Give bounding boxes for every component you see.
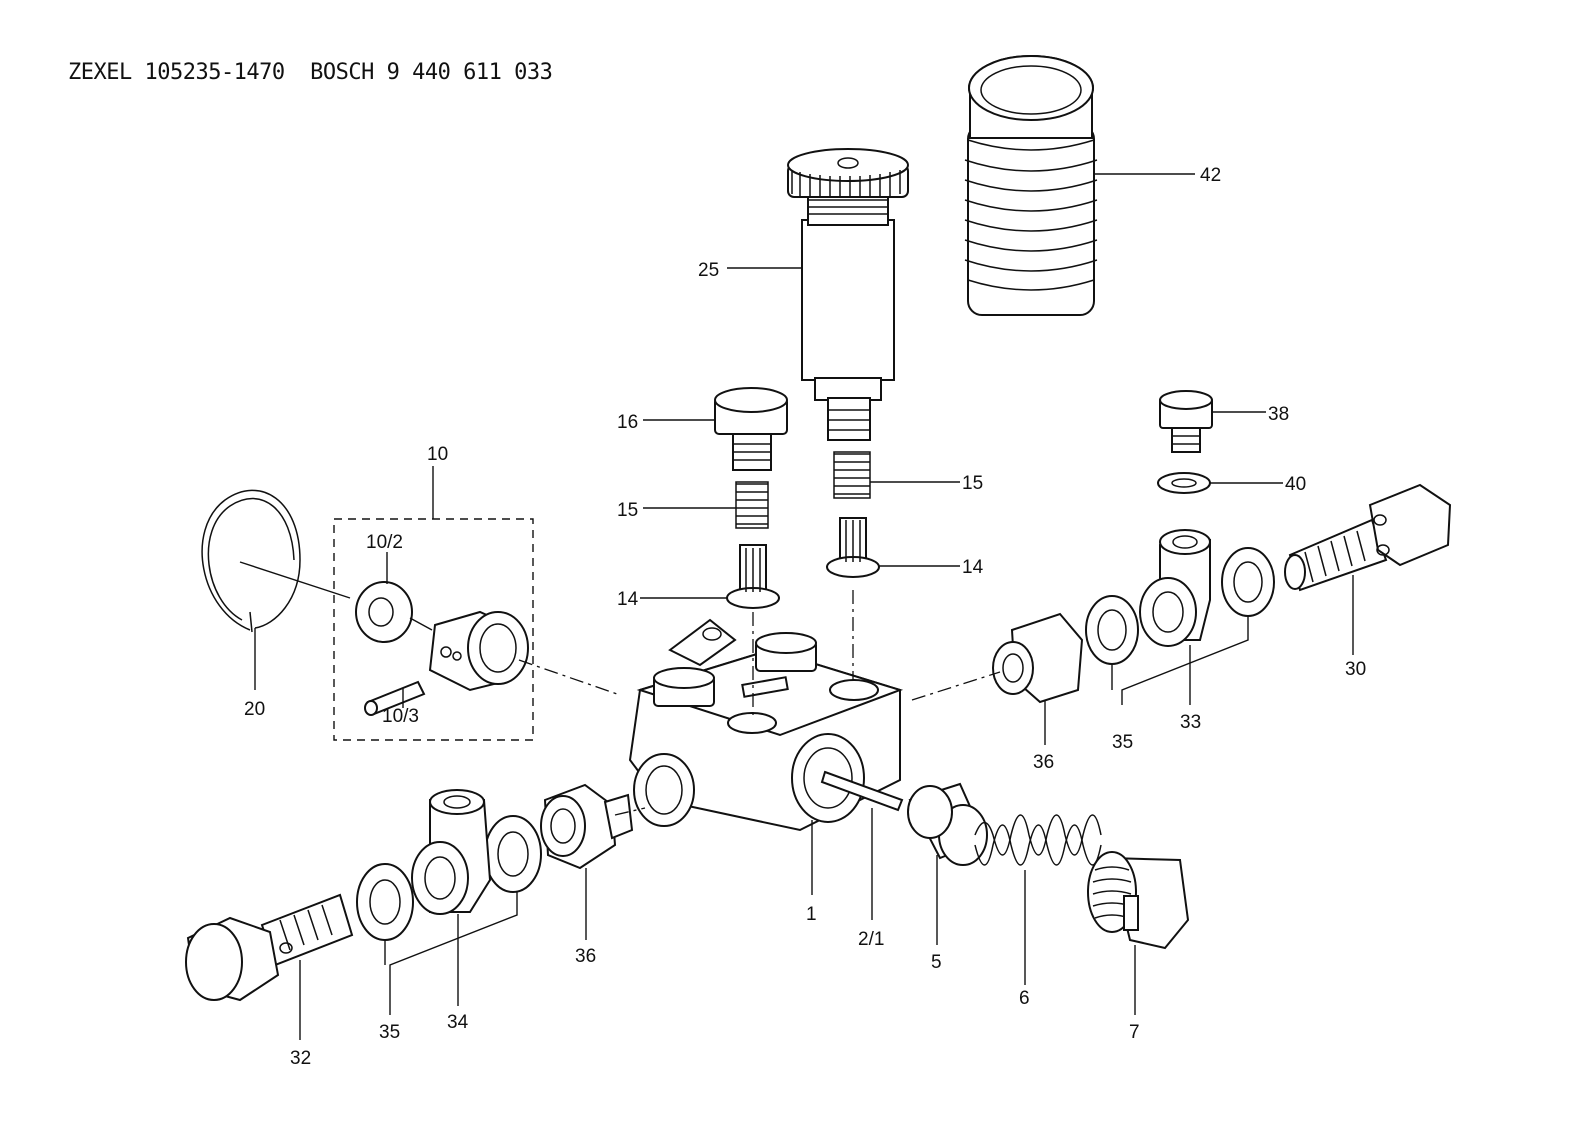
diagram-title: ZEXEL 105235-1470 BOSCH 9 440 611 033 <box>68 60 553 85</box>
part-7-plug <box>1087 851 1190 950</box>
label-15-left: 15 <box>617 500 638 521</box>
part-30-banjo-bolt <box>1284 483 1452 592</box>
part-33-banjo <box>1139 529 1211 647</box>
label-10: 10 <box>427 444 448 465</box>
part-16-plug <box>714 387 788 471</box>
label-40: 40 <box>1285 474 1306 495</box>
part-34-banjo <box>411 789 492 915</box>
label-36-left: 36 <box>575 946 596 967</box>
label-10-3: 10/3 <box>382 706 419 727</box>
part-15-spring-right <box>833 451 871 499</box>
label-30: 30 <box>1345 659 1366 680</box>
part-40-washer <box>1157 472 1211 494</box>
part-15-spring-left <box>735 481 769 529</box>
part-20-circlip <box>201 489 301 633</box>
part-42-bellows <box>964 55 1098 316</box>
label-6: 6 <box>1019 988 1030 1009</box>
part-1-pump-body <box>628 618 904 832</box>
part-5-piston <box>907 782 988 866</box>
part-36-left-fitting <box>540 783 634 870</box>
leader-lines <box>239 173 1354 1040</box>
part-labels: 42 25 16 15 15 14 14 38 40 10 10/2 10/3 … <box>244 165 1366 1069</box>
part-2-1-pin <box>820 770 904 812</box>
label-16: 16 <box>617 412 638 433</box>
part-6-spring <box>974 814 1102 866</box>
part-36-right-fitting <box>992 612 1084 704</box>
label-5: 5 <box>931 952 942 973</box>
label-35-right: 35 <box>1112 732 1133 753</box>
label-36-right: 36 <box>1033 752 1054 773</box>
centerline-left-fitting <box>614 807 646 816</box>
part-14-valve-right <box>826 517 880 578</box>
label-10-2: 10/2 <box>366 532 403 553</box>
label-1: 1 <box>806 904 817 925</box>
label-15-right: 15 <box>962 473 983 494</box>
label-14-left: 14 <box>617 589 639 610</box>
part-35-right-washer-b <box>1221 547 1275 617</box>
label-20: 20 <box>244 699 265 720</box>
label-2-1: 2/1 <box>858 929 884 950</box>
centerline-left-group <box>518 659 621 696</box>
part-32-banjo-bolt <box>185 893 354 1002</box>
label-38: 38 <box>1268 404 1289 425</box>
part-35-right-washer-a <box>1085 595 1139 665</box>
part-14-valve-left <box>726 544 780 609</box>
part-38-plug <box>1159 390 1213 453</box>
part-25-hand-pump <box>787 148 909 441</box>
label-42: 42 <box>1200 165 1221 186</box>
centerline-right-fitting <box>911 671 1001 701</box>
label-14-right: 14 <box>962 557 984 578</box>
label-7: 7 <box>1129 1022 1140 1043</box>
part-10-sleeve <box>428 610 529 692</box>
label-35-left: 35 <box>379 1022 400 1043</box>
label-33: 33 <box>1180 712 1201 733</box>
part-10-2-ring <box>355 581 413 643</box>
label-32: 32 <box>290 1048 311 1069</box>
label-34: 34 <box>447 1012 469 1033</box>
part-10-3-pin <box>364 680 426 716</box>
part-35-left-washer-b <box>356 863 414 941</box>
part-35-left-washer-a <box>484 815 542 893</box>
label-25: 25 <box>698 260 719 281</box>
